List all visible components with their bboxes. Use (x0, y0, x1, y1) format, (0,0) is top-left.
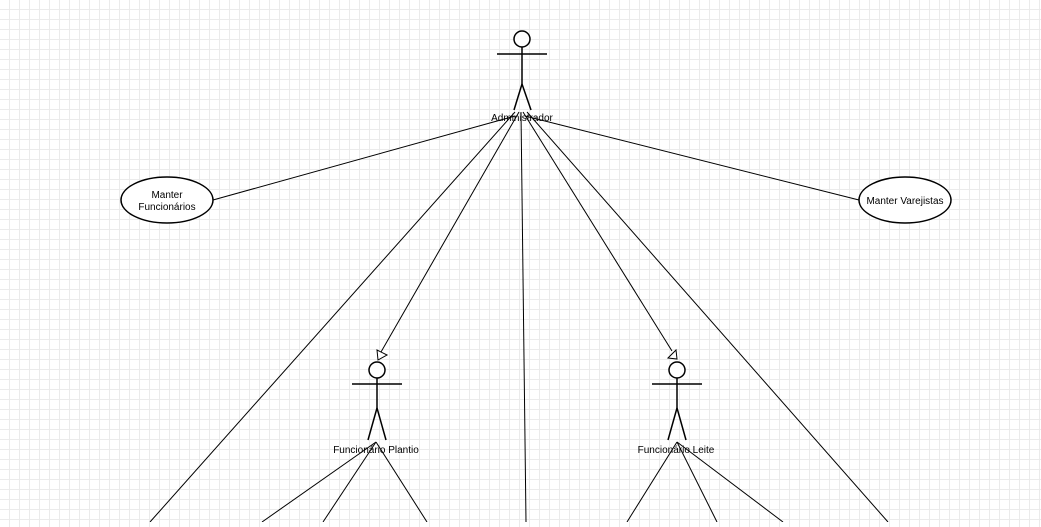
association-admin-manter-funcionarios[interactable] (212, 115, 516, 201)
actor-label: Administrador (491, 113, 553, 124)
actor-label: Funcionário Plantio (333, 445, 419, 456)
use-case-ellipse[interactable] (858, 176, 952, 224)
association-plantio-offscreen-1[interactable] (261, 441, 377, 523)
stick-figure-icon (652, 361, 702, 441)
generalization-arrowhead-leite (666, 348, 678, 360)
actor-funcionario-leite[interactable]: Funcionário Leite (638, 361, 715, 456)
association-admin-offscreen-left[interactable] (149, 111, 516, 523)
association-leite-offscreen-1[interactable] (626, 441, 678, 523)
use-case-label-line2: Funcionários (138, 202, 195, 213)
generalization-plantio[interactable] (380, 111, 520, 353)
stick-figure-icon (497, 30, 547, 111)
association-leite-offscreen-2[interactable] (676, 441, 718, 523)
stick-figure-icon (352, 361, 402, 441)
generalization-leite[interactable] (522, 111, 673, 352)
use-case-manter-varejistas[interactable]: Manter Varejistas (858, 176, 952, 224)
association-leite-offscreen-3[interactable] (676, 441, 784, 523)
association-admin-offscreen-right[interactable] (526, 111, 889, 523)
actor-funcionario-plantio[interactable]: Funcionário Plantio (333, 361, 419, 456)
actor-administrador[interactable]: Administrador (491, 30, 554, 124)
actor-label: Funcionário Leite (638, 445, 715, 456)
association-plantio-offscreen-2[interactable] (322, 441, 377, 523)
use-case-ellipse[interactable] (120, 176, 214, 224)
use-case-label: Manter Varejistas (866, 196, 943, 207)
association-plantio-offscreen-3[interactable] (375, 441, 428, 523)
association-admin-manter-varejistas[interactable] (524, 115, 860, 201)
use-case-manter-funcionarios[interactable]: Manter Funcionários (120, 176, 214, 224)
use-case-label-line1: Manter (151, 190, 183, 201)
generalization-arrowhead-plantio (376, 349, 389, 361)
association-admin-offscreen-center[interactable] (520, 111, 527, 523)
